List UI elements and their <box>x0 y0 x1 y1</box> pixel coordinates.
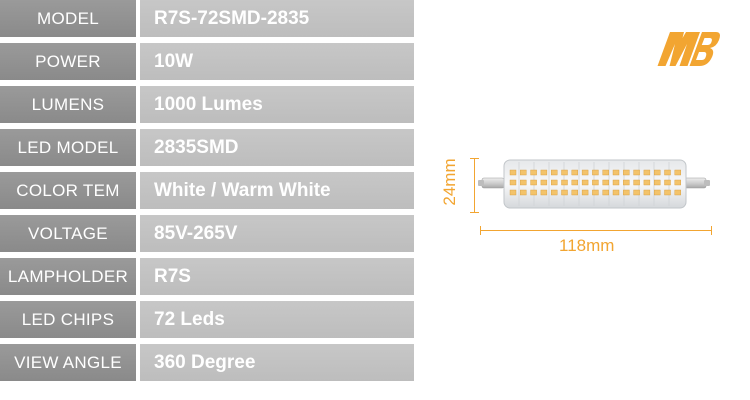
spec-label: LUMENS <box>0 86 136 123</box>
led-chip <box>674 169 682 176</box>
led-chip <box>664 169 671 176</box>
led-chip <box>592 169 599 176</box>
width-dimension-cap <box>711 226 712 235</box>
spec-value: 85V-265V <box>140 215 414 252</box>
divider <box>136 344 140 381</box>
led-chip <box>623 179 630 186</box>
height-dimension-label: 24mm <box>440 158 459 206</box>
led-chip <box>540 189 548 196</box>
divider <box>136 86 140 123</box>
spec-value: 2835SMD <box>140 129 414 166</box>
led-chip <box>530 169 537 176</box>
divider <box>136 172 140 209</box>
spec-row-voltage: VOLTAGE 85V-265V <box>0 215 414 252</box>
width-dimension-label: 118mm <box>559 236 615 255</box>
led-chip <box>643 179 651 186</box>
led-chip <box>571 189 579 196</box>
spec-row-led-chips: LED CHIPS 72 Leds <box>0 301 414 338</box>
spec-label: LED CHIPS <box>0 301 136 338</box>
spec-table: MODEL R7S-72SMD-2835 POWER 10W LUMENS 10… <box>0 0 414 381</box>
led-chip <box>509 179 517 186</box>
height-dimension-cap <box>470 212 479 213</box>
led-chip <box>674 179 682 186</box>
spec-row-lumens: LUMENS 1000 Lumes <box>0 86 414 123</box>
led-chip <box>653 169 661 176</box>
led-chip <box>633 179 640 186</box>
width-dimension-cap <box>480 226 481 235</box>
led-chip <box>674 189 682 196</box>
led-chip <box>633 169 640 176</box>
led-chip <box>653 179 661 186</box>
led-chip <box>550 189 558 196</box>
led-chip <box>602 169 609 176</box>
led-chip <box>550 179 558 186</box>
spec-value: 360 Degree <box>140 344 414 381</box>
led-chip <box>561 189 568 196</box>
led-chip <box>612 169 620 176</box>
led-chip <box>664 179 671 186</box>
product-panel: 24mm 118mm <box>414 0 750 385</box>
led-chip <box>612 179 620 186</box>
spec-row-model: MODEL R7S-72SMD-2835 <box>0 0 414 37</box>
led-chip <box>520 189 527 196</box>
led-chip <box>581 179 589 186</box>
spec-label: VOLTAGE <box>0 215 136 252</box>
led-chip <box>571 169 579 176</box>
spec-value: 72 Leds <box>140 301 414 338</box>
led-chip <box>592 189 599 196</box>
spec-label: LED MODEL <box>0 129 136 166</box>
spec-row-power: POWER 10W <box>0 43 414 80</box>
divider <box>136 43 140 80</box>
divider <box>136 0 140 37</box>
divider <box>136 129 140 166</box>
led-chip <box>540 179 548 186</box>
led-chip <box>561 179 568 186</box>
spec-label: POWER <box>0 43 136 80</box>
led-chip <box>592 179 599 186</box>
led-chip <box>520 179 527 186</box>
led-chip <box>653 189 661 196</box>
led-chip <box>509 189 517 196</box>
led-chip <box>602 189 609 196</box>
led-chip <box>540 169 548 176</box>
led-chip <box>643 169 651 176</box>
height-dimension-cap <box>470 158 479 159</box>
led-chip <box>612 189 620 196</box>
spec-label: COLOR TEM <box>0 172 136 209</box>
led-chip <box>530 189 537 196</box>
height-dimension-line <box>474 158 475 212</box>
spec-value: R7S <box>140 258 414 295</box>
led-chip <box>581 169 589 176</box>
led-chip <box>571 179 579 186</box>
spec-value: R7S-72SMD-2835 <box>140 0 414 37</box>
divider <box>136 258 140 295</box>
led-chip <box>550 169 558 176</box>
led-chip <box>623 189 630 196</box>
led-chip <box>530 179 537 186</box>
width-dimension-line <box>480 230 712 231</box>
led-chip <box>633 189 640 196</box>
led-chip <box>664 189 671 196</box>
spec-row-view-angle: VIEW ANGLE 360 Degree <box>0 344 414 381</box>
led-chip <box>623 169 630 176</box>
led-chip <box>520 169 527 176</box>
spec-label: LAMPHOLDER <box>0 258 136 295</box>
spec-row-lampholder: LAMPHOLDER R7S <box>0 258 414 295</box>
led-bulb-image <box>478 159 710 209</box>
led-chip <box>509 169 517 176</box>
brand-logo <box>657 32 720 66</box>
led-chip <box>561 169 568 176</box>
led-chip <box>602 179 609 186</box>
led-chip <box>643 189 651 196</box>
spec-row-color-temp: COLOR TEM White / Warm White <box>0 172 414 209</box>
spec-value: 1000 Lumes <box>140 86 414 123</box>
divider <box>136 215 140 252</box>
spec-value: 10W <box>140 43 414 80</box>
led-chip <box>581 189 589 196</box>
spec-label: VIEW ANGLE <box>0 344 136 381</box>
divider <box>136 301 140 338</box>
spec-value: White / Warm White <box>140 172 414 209</box>
spec-row-led-model: LED MODEL 2835SMD <box>0 129 414 166</box>
spec-label: MODEL <box>0 0 136 37</box>
